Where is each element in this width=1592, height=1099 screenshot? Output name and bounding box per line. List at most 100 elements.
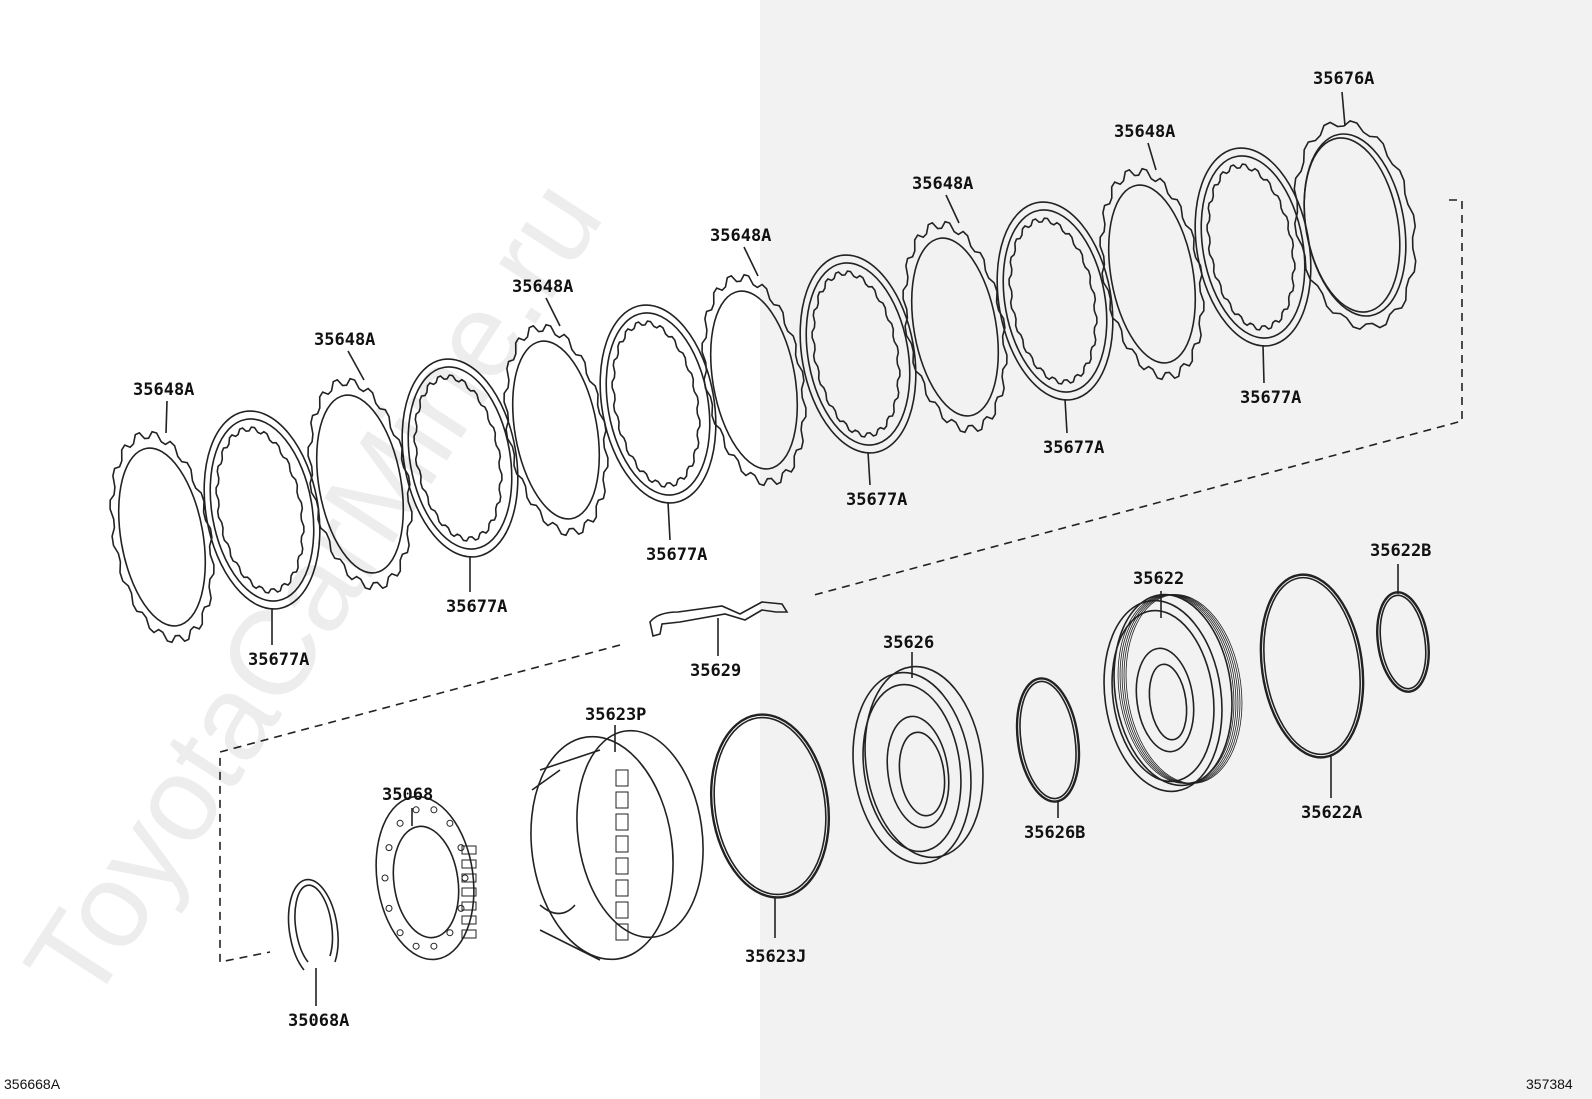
leader-line xyxy=(165,400,168,434)
assembly-guide-line xyxy=(813,199,1463,596)
clutch-drum-front-rim xyxy=(576,729,704,939)
clutch-drum-spline xyxy=(615,769,629,787)
piston-outer-rim xyxy=(1111,609,1215,783)
friction-disc-rim xyxy=(209,418,315,602)
steel-plate-inner-edge xyxy=(709,290,799,470)
leader-line xyxy=(1064,398,1068,434)
friction-disc-rim xyxy=(407,366,513,550)
leader-line xyxy=(545,297,561,327)
friction-disc-outline xyxy=(401,358,519,558)
spring-seat-hole xyxy=(381,874,389,882)
leader-line xyxy=(945,194,960,224)
flange-plate-inner-edge xyxy=(1303,133,1407,317)
piston-hub xyxy=(1135,647,1195,753)
leader-line xyxy=(1341,91,1346,127)
friction-disc-inner-spline xyxy=(811,270,901,438)
part-label-35677a: 35677A xyxy=(1043,438,1104,458)
friction-disc-rim xyxy=(1200,155,1306,339)
coil-spring xyxy=(461,887,477,897)
part-label-35677a: 35677A xyxy=(1240,388,1301,408)
footer-left-code: 356668A xyxy=(4,1076,61,1092)
part-label-35648a: 35648A xyxy=(1114,122,1175,142)
spring-seat-hole xyxy=(446,819,454,827)
leader-line xyxy=(1262,344,1265,384)
part-label-35626: 35626 xyxy=(883,633,934,653)
steel-plate-outline xyxy=(109,430,215,644)
part-label-35676a: 35676A xyxy=(1313,69,1374,89)
part-label-35648a: 35648A xyxy=(133,380,194,400)
clutch-drum-spline xyxy=(615,791,629,809)
steel-plate-outline xyxy=(902,220,1008,434)
clutch-drum-spline xyxy=(615,835,629,853)
return-spring-bore xyxy=(392,825,460,939)
piston-bore xyxy=(1148,663,1188,741)
spring-seat-hole xyxy=(396,819,404,827)
o-ring-outline xyxy=(1259,573,1365,759)
spring-seat-hole xyxy=(412,942,420,950)
spring-seat-hole xyxy=(457,904,465,912)
part-label-35622a: 35622A xyxy=(1301,803,1362,823)
leader-line xyxy=(867,451,871,486)
part-label-35677a: 35677A xyxy=(846,490,907,510)
steel-plate-outline xyxy=(503,323,609,537)
friction-disc-outline xyxy=(799,254,917,454)
friction-disc-inner-spline xyxy=(611,320,701,488)
steel-plate-inner-edge xyxy=(511,340,601,520)
part-label-35648a: 35648A xyxy=(314,330,375,350)
friction-disc-rim xyxy=(1002,209,1108,393)
clutch-drum-spline xyxy=(615,879,629,897)
assembly-guide-line xyxy=(219,644,621,963)
part-label-35677a: 35677A xyxy=(446,597,507,617)
piston-back-face xyxy=(864,665,984,859)
part-label-35623j: 35623J xyxy=(745,947,806,967)
part-label-35626b: 35626B xyxy=(1024,823,1085,843)
leader-line xyxy=(347,350,365,381)
friction-disc-inner-spline xyxy=(1206,163,1296,331)
spring-seat-hole xyxy=(430,942,438,950)
leader-line xyxy=(667,501,671,541)
clutch-drum-edge xyxy=(531,749,601,961)
clutch-drum-spline xyxy=(615,857,629,875)
footer-right-code: 357384 xyxy=(1526,1076,1573,1092)
coil-spring xyxy=(461,929,477,939)
part-label-35648a: 35648A xyxy=(912,174,973,194)
part-label-35622b: 35622B xyxy=(1370,541,1431,561)
o-ring-outline xyxy=(709,713,831,899)
spring-seat-hole xyxy=(385,904,393,912)
o-ring-outline xyxy=(1015,677,1081,803)
piston-seal-groove xyxy=(1121,594,1239,784)
steel-plate-outline xyxy=(701,273,807,487)
steel-plate-inner-edge xyxy=(910,237,1000,417)
coil-spring xyxy=(461,901,477,911)
o-ring-inner xyxy=(1019,680,1077,800)
piston-back-face xyxy=(1113,593,1233,787)
spring-clip-outline xyxy=(649,601,789,638)
part-label-35648a: 35648A xyxy=(710,226,771,246)
spring-seat-hole xyxy=(457,844,465,852)
leader-line xyxy=(1147,142,1157,171)
piston-hub xyxy=(886,715,950,829)
friction-disc-inner-spline xyxy=(1008,217,1098,385)
friction-disc-rim xyxy=(805,262,911,446)
flange-plate-bore xyxy=(1303,137,1401,313)
flange-plate-outline xyxy=(1293,120,1417,330)
part-label-35068: 35068 xyxy=(382,785,433,805)
spring-seat-hole xyxy=(396,929,404,937)
leader-line xyxy=(743,246,759,277)
o-ring-outline xyxy=(1376,591,1430,693)
spring-seat-hole xyxy=(412,806,420,814)
return-spring-outer xyxy=(375,795,475,961)
clutch-drum-cutout xyxy=(539,904,576,915)
coil-spring xyxy=(461,845,477,855)
piston-outer-face xyxy=(852,671,972,865)
steel-plate-inner-edge xyxy=(315,394,405,574)
clutch-drum-spline xyxy=(615,901,629,919)
steel-plate-outline xyxy=(1099,167,1205,381)
o-ring-inner xyxy=(1379,594,1427,690)
shaded-background xyxy=(760,0,1592,1099)
friction-disc-outline xyxy=(599,304,717,504)
steel-plate-inner-edge xyxy=(1107,184,1197,364)
part-label-35677a: 35677A xyxy=(248,650,309,670)
friction-disc-inner-spline xyxy=(413,374,503,542)
clutch-drum-rear-rim xyxy=(530,735,674,961)
